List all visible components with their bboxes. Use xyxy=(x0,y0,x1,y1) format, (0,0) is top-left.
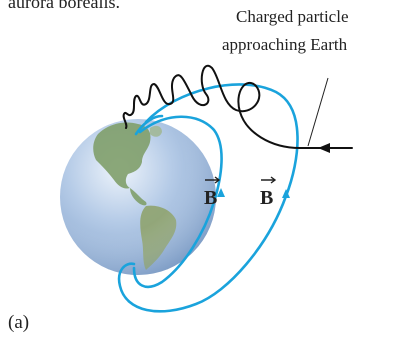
annotation-line-2: approaching Earth xyxy=(222,35,348,54)
panel-label: (a) xyxy=(8,312,29,333)
annotation-line-1: Charged particle xyxy=(236,7,349,26)
particle-incoming-arrow xyxy=(318,143,330,153)
top-caption-text: aurora borealis. xyxy=(8,0,120,12)
earth-globe xyxy=(60,119,216,275)
field-symbol-outer: B xyxy=(260,187,273,209)
annotation-leader-line xyxy=(308,78,328,146)
field-direction-arrows xyxy=(217,188,290,198)
field-label-outer: B xyxy=(260,177,275,209)
field-symbol-inner: B xyxy=(204,187,217,209)
